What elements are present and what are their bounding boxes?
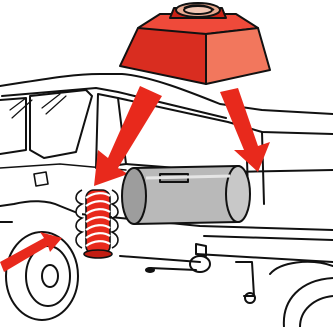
rear-bumper-lower	[196, 254, 333, 262]
tank-highlight	[146, 176, 230, 178]
exhaust-pipe	[236, 262, 254, 296]
window-glint-2	[46, 96, 66, 114]
spring-base	[84, 250, 112, 258]
coil-spring	[76, 190, 118, 258]
window-glint-1	[42, 94, 60, 108]
fuel-door	[34, 172, 48, 186]
quarter-window	[0, 98, 26, 154]
cargo-edge	[262, 132, 264, 204]
underbody-dot	[146, 268, 154, 272]
rear-bumper	[204, 236, 333, 240]
underside	[120, 256, 200, 270]
wheel-arch-rear	[270, 262, 333, 274]
mount-side	[206, 28, 270, 84]
hitch-ring	[190, 256, 210, 272]
tank-right-end	[226, 166, 250, 222]
right-wheel	[284, 278, 333, 327]
hub	[42, 265, 58, 287]
spring-seat-right	[112, 190, 118, 248]
cylinder-tank	[122, 166, 250, 224]
exhaust-tip	[245, 293, 255, 303]
strut-top-mount	[120, 3, 270, 84]
spring-seat-left	[76, 190, 82, 248]
arrow-to-tank	[220, 88, 270, 172]
tank-left-end	[122, 168, 146, 224]
